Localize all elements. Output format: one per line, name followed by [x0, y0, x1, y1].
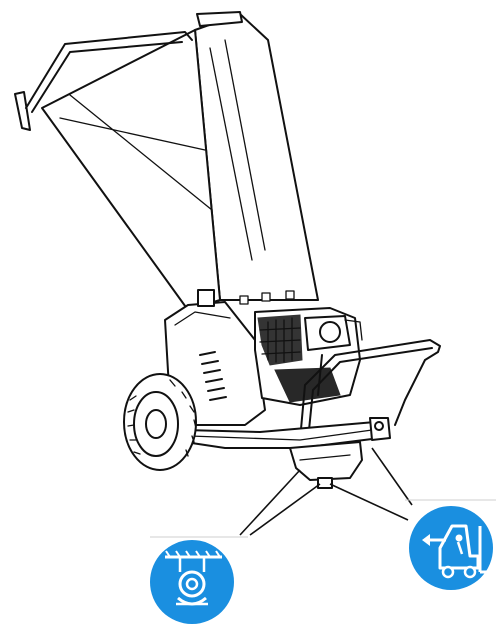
tow-handle	[299, 339, 441, 441]
engine	[254, 307, 363, 406]
leader-line-hoist-left	[239, 469, 301, 536]
leader-line-hoist-right	[249, 483, 321, 536]
forklift-transport-point-icon	[409, 506, 493, 590]
feed-hopper	[14, 11, 319, 311]
leader-line-forklift-left	[329, 483, 409, 521]
callout-lines	[150, 447, 496, 538]
hoist-lifting-point-icon	[150, 540, 234, 624]
wheel	[123, 373, 197, 471]
leader-line-forklift-right	[371, 447, 413, 506]
discharge-chute	[289, 441, 363, 489]
